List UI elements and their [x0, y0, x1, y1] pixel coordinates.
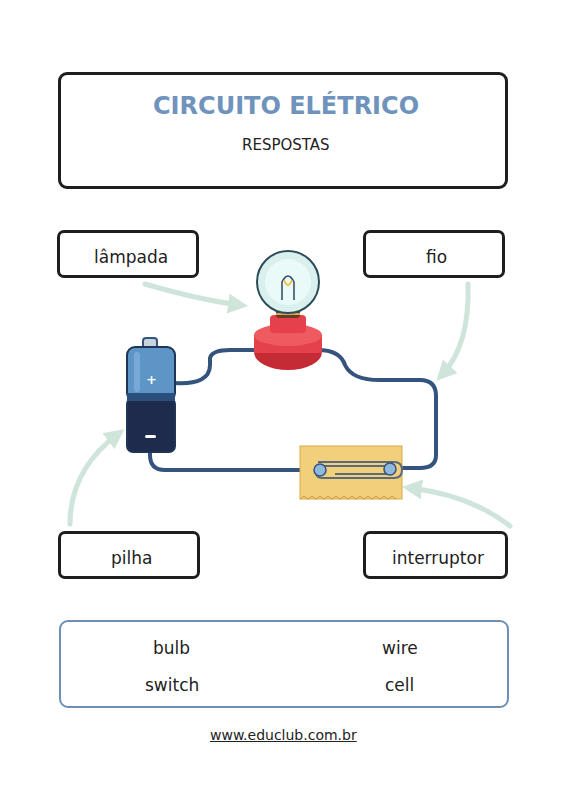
title-text: CIRCUITO ELÉTRICO: [153, 92, 419, 121]
word-bank-word: switch: [145, 675, 199, 695]
label-box: lâmpada: [57, 230, 199, 278]
battery: [127, 338, 175, 452]
title-box: CIRCUITO ELÉTRICO RESPOSTAS: [58, 72, 508, 189]
part-label: interruptor: [392, 548, 484, 568]
part-label: pilha: [111, 548, 152, 568]
word-bank-word: bulb: [153, 638, 190, 658]
minus-sign: [145, 435, 156, 438]
word-bank-box: bulb wire switch cell: [59, 620, 509, 708]
light-bulb: [254, 251, 322, 370]
label-box: pilha: [58, 531, 200, 579]
word-bank-word: wire: [382, 638, 418, 658]
subtitle-text: RESPOSTAS: [242, 136, 330, 154]
part-label: fio: [426, 247, 447, 267]
footer-url: www.educlub.com.br: [210, 727, 357, 744]
plus-sign: +: [146, 372, 157, 388]
word-bank-word: cell: [385, 675, 414, 695]
paperclip-switch: [300, 446, 402, 499]
label-box: interruptor: [363, 531, 508, 579]
leader-arrows: [70, 284, 510, 526]
part-label: lâmpada: [94, 247, 168, 267]
label-box: fio: [363, 230, 505, 278]
